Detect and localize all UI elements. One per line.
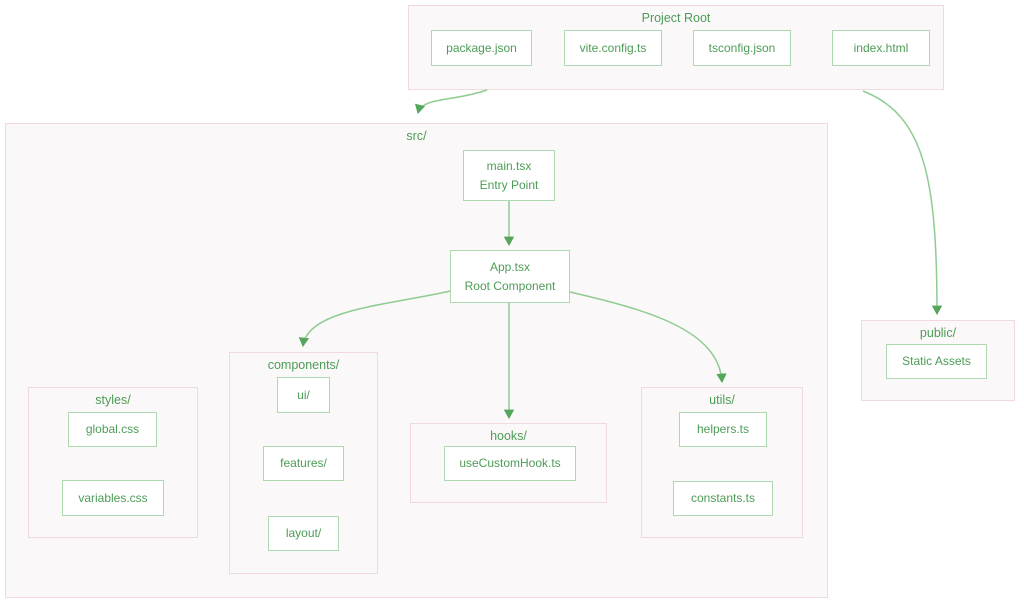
group-hooks-label: hooks/	[490, 429, 527, 443]
node-app-tsx: App.tsx Root Component	[450, 250, 570, 303]
node-constants-label: constants.ts	[690, 491, 756, 506]
node-vite-config: vite.config.ts	[564, 30, 662, 66]
group-public-label: public/	[919, 326, 957, 340]
node-index-html-label: index.html	[853, 40, 909, 55]
edge-projectroot-to-src	[414, 89, 488, 115]
node-helpers: helpers.ts	[679, 412, 767, 447]
node-tsconfig-label: tsconfig.json	[708, 40, 776, 55]
group-project-root-label: Project Root	[641, 11, 711, 25]
node-static-assets: Static Assets	[886, 344, 987, 379]
node-package-json-label: package.json	[446, 40, 517, 55]
group-utils-label: utils/	[709, 393, 735, 407]
node-tsconfig: tsconfig.json	[693, 30, 791, 66]
node-ui-label: ui/	[297, 387, 310, 402]
node-static-assets-label: Static Assets	[902, 354, 971, 369]
node-package-json: package.json	[431, 30, 532, 66]
node-variables-css: variables.css	[62, 480, 164, 516]
node-use-custom-hook-label: useCustomHook.ts	[459, 456, 561, 471]
edge-projectroot-to-public	[862, 90, 943, 316]
node-global-css: global.css	[68, 412, 157, 447]
group-src-label: src/	[406, 129, 427, 143]
node-global-css-label: global.css	[85, 422, 140, 437]
node-use-custom-hook: useCustomHook.ts	[444, 446, 576, 481]
node-index-html: index.html	[832, 30, 930, 66]
group-components-label: components/	[267, 358, 340, 372]
node-layout-label: layout/	[285, 526, 322, 541]
node-app-tsx-title: App.tsx	[489, 259, 531, 274]
node-features: features/	[263, 446, 344, 481]
node-ui: ui/	[277, 377, 330, 413]
node-layout: layout/	[268, 516, 339, 551]
node-main-tsx-title: main.tsx	[486, 158, 532, 173]
node-vite-config-label: vite.config.ts	[579, 40, 647, 55]
node-variables-css-label: variables.css	[78, 490, 148, 505]
node-helpers-label: helpers.ts	[696, 422, 750, 437]
node-main-tsx: main.tsx Entry Point	[463, 150, 555, 201]
node-main-tsx-subtitle: Entry Point	[479, 177, 539, 192]
node-app-tsx-subtitle: Root Component	[464, 278, 556, 293]
node-constants: constants.ts	[673, 481, 773, 516]
node-features-label: features/	[280, 456, 327, 471]
group-styles-label: styles/	[95, 393, 131, 407]
